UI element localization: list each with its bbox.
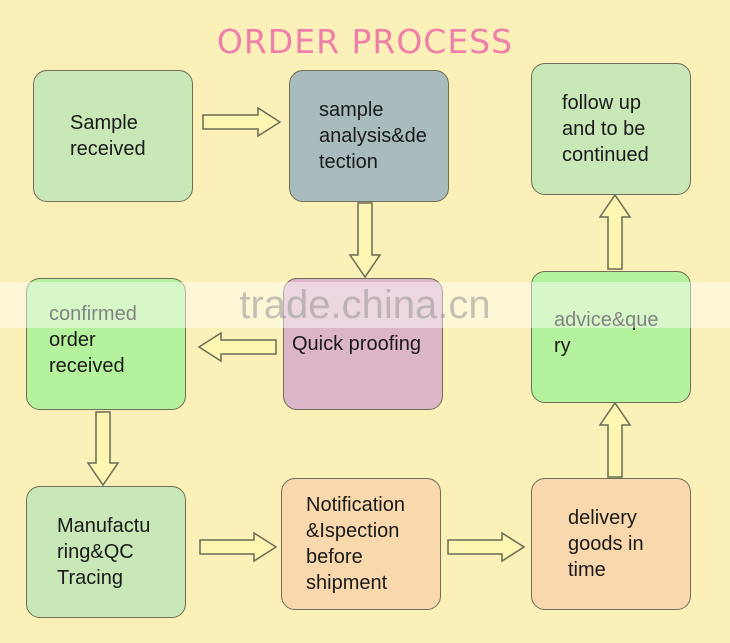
arrow-right-icon — [199, 531, 278, 563]
watermark-text: trade.china.cn — [239, 283, 491, 327]
node-label: sample analysis&de tection — [319, 99, 427, 173]
arrow-left-icon — [197, 331, 277, 363]
node-label: delivery goods in time — [568, 507, 644, 581]
node-label: advice&que ry — [554, 309, 659, 357]
node-follow-up: follow up and to be continued — [531, 63, 691, 195]
node-manufacturing-qc: Manufactu ring&QC Tracing — [26, 486, 186, 618]
node-notification-inspection: Notification &Ispection before shipment — [281, 478, 441, 610]
diagram-title: ORDER PROCESS — [216, 22, 514, 61]
node-label: Notification &Ispection before shipment — [306, 494, 405, 594]
arrow-down-icon — [86, 411, 120, 487]
arrow-down-icon — [348, 202, 382, 279]
node-sample-analysis: sample analysis&de tection — [289, 70, 449, 202]
node-label: Sample received — [70, 112, 146, 160]
node-label: Quick proofing — [292, 333, 421, 355]
arrow-up-icon — [598, 193, 632, 270]
node-label: Manufactu ring&QC Tracing — [57, 515, 151, 589]
arrow-right-icon — [202, 106, 282, 138]
watermark-band — [0, 282, 730, 328]
node-confirmed-order: confirmed order received — [26, 278, 186, 410]
node-sample-received: Sample received — [33, 70, 193, 202]
node-advice-query: advice&que ry — [531, 271, 691, 403]
arrow-right-icon — [447, 531, 526, 563]
node-quick-proofing: Quick proofing — [283, 278, 443, 410]
node-label: confirmed order received — [49, 303, 137, 377]
node-label: follow up and to be continued — [562, 92, 649, 166]
arrow-up-icon — [598, 401, 632, 478]
node-delivery: delivery goods in time — [531, 478, 691, 610]
